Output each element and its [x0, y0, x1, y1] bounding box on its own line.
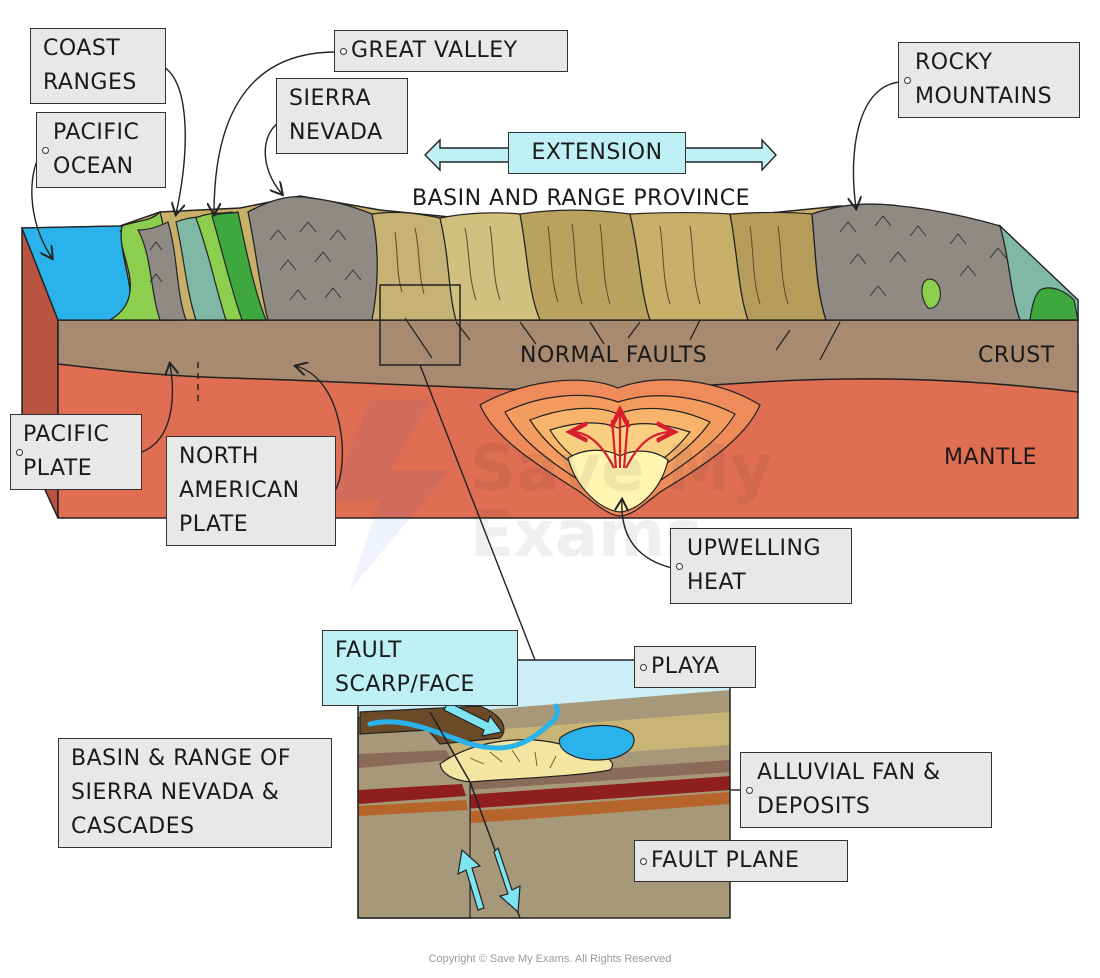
pacific-plate-label: PACIFIC PLATE: [10, 414, 142, 491]
north-american-plate-line-2: AMERICAN: [179, 478, 300, 504]
upwelling-heat-plume: [479, 379, 761, 517]
normal-faults-label: NORMAL FAULTS: [520, 343, 708, 368]
playa-lake: [558, 724, 635, 761]
watermark: Save My Exams: [330, 400, 772, 590]
pacific-ocean-line-1: PACIFIC: [53, 120, 140, 145]
basin-and-range-province-label: BASIN AND RANGE PROVINCE: [412, 186, 751, 211]
normal-fault-lines: [455, 319, 841, 361]
copyright-notice: Copyright © Save My Exams. All Rights Re…: [428, 953, 672, 965]
pacific-plate-line-1: PACIFIC: [23, 422, 110, 447]
alluvial-fan-line-1: ALLUVIAL FAN &: [757, 760, 941, 785]
great-valley-label: GREAT VALLEY: [334, 30, 568, 73]
rocky-mountains-line-1: ROCKY: [915, 50, 993, 75]
rocky-mountains-terrain: [811, 203, 1021, 321]
pacific-plate-pointer: [141, 364, 172, 453]
sierra-nevada-pointer: [264, 121, 282, 194]
sierra-nevada-line-2: NEVADA: [289, 120, 383, 146]
upwelling-heat-line-2: HEAT: [687, 570, 747, 596]
coast-ranges-label: COAST RANGES: [30, 28, 166, 105]
fault-arrow-up: [457, 848, 485, 911]
north-american-plate-label: NORTH AMERICAN PLATE: [166, 436, 336, 547]
inset-connector-line: [419, 364, 536, 661]
inset-caption-line-3: CASCADES: [71, 814, 195, 840]
great-valley-pointer: [214, 51, 337, 214]
sierra-nevada-terrain: [247, 196, 378, 321]
alluvial-fan-line-2: DEPOSITS: [757, 794, 871, 820]
upwelling-heat-line-1: UPWELLING: [687, 536, 822, 561]
inset-frame: [357, 659, 731, 919]
upwelling-heat-pointer: [622, 500, 673, 569]
watermark-line-2: Exams: [470, 498, 703, 572]
alluvial-fan-label: ALLUVIAL FAN & DEPOSITS: [740, 752, 992, 829]
upwelling-heat-label: UPWELLING HEAT: [670, 528, 852, 605]
block-top-surface: [20, 195, 1079, 321]
fault-scarp-line-1: FAULT: [335, 638, 402, 663]
sierra-nevada-label: SIERRA NEVADA: [276, 78, 408, 155]
fault-arrow-down: [493, 846, 521, 914]
coast-ranges-pointer: [161, 65, 186, 214]
fault-scarp-line-2: SCARP/FACE: [335, 672, 475, 698]
extension-label: EXTENSION: [508, 132, 686, 175]
playa-text: PLAYA: [651, 654, 720, 679]
north-american-plate-line-1: NORTH: [179, 444, 259, 469]
pacific-ocean-label: PACIFIC OCEAN: [36, 112, 166, 189]
rocky-mountains-line-2: MOUNTAINS: [915, 84, 1053, 110]
rocky-mountains-pointer: [853, 81, 901, 208]
coast-ranges-line-1: COAST: [43, 36, 121, 61]
great-valley-text: GREAT VALLEY: [351, 38, 518, 63]
upwelling-arrows: [572, 412, 672, 469]
inset-fault-block: [357, 659, 731, 919]
pacific-plate-line-2: PLATE: [23, 456, 93, 482]
north-american-plate-line-3: PLATE: [179, 512, 249, 538]
inset-caption-line-2: SIERRA NEVADA &: [71, 780, 280, 806]
fault-plane-text: FAULT PLANE: [651, 848, 800, 873]
crust-label: CRUST: [978, 343, 1055, 368]
sierra-nevada-line-1: SIERRA: [289, 86, 372, 111]
extension-text: EXTENSION: [531, 140, 663, 165]
mantle-label: MANTLE: [944, 445, 1038, 470]
pacific-ocean-line-2: OCEAN: [53, 154, 134, 180]
playa-label: PLAYA: [634, 646, 756, 689]
fault-scarp-arrow: [443, 701, 504, 737]
rocky-mountains-label: ROCKY MOUNTAINS: [898, 42, 1080, 119]
fault-scarp-face-label: FAULT SCARP/FACE: [322, 630, 518, 707]
coast-ranges-line-2: RANGES: [43, 70, 137, 96]
watermark-line-1: Save My: [470, 432, 772, 506]
north-american-plate-pointer: [296, 366, 344, 493]
fault-plane-label: FAULT PLANE: [634, 840, 848, 883]
inset-caption-label: BASIN & RANGE OF SIERRA NEVADA & CASCADE…: [58, 738, 332, 849]
inset-caption-line-1: BASIN & RANGE OF: [71, 746, 292, 771]
